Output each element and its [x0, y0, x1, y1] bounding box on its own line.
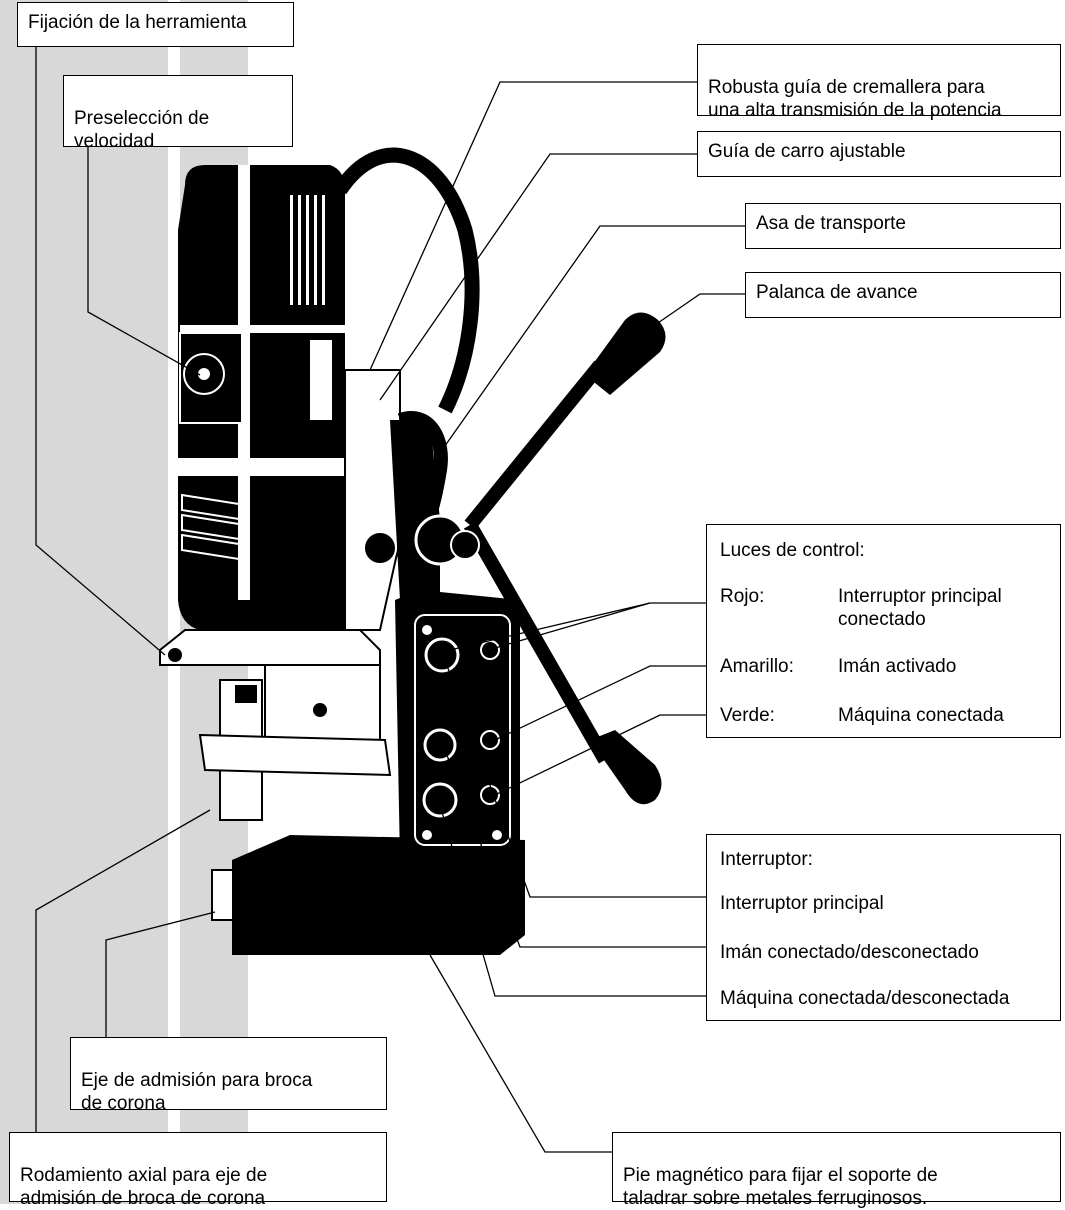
label-axial-bearing: Rodamiento axial para eje de admisión de… [9, 1132, 387, 1209]
label-axial-bearing-text: Rodamiento axial para eje de admisión de… [20, 1165, 268, 1209]
switch-main: Interruptor principal [720, 893, 884, 914]
light-yellow-meaning: Imán activado [838, 656, 957, 677]
label-rack-guide-text: Robusta guía de cremallera para una alta… [708, 77, 1002, 121]
label-slide-guide-text: Guía de carro ajustable [708, 141, 906, 162]
label-magnetic-base-text: Pie magnético para fijar el soporte de t… [623, 1165, 938, 1209]
switch-machine: Máquina conectada/desconectada [720, 988, 1010, 1009]
label-rack-guide: Robusta guía de cremallera para una alta… [697, 44, 1061, 121]
switch-magnet: Imán conectado/desconectado [720, 942, 979, 963]
light-yellow-label: Amarillo: [720, 656, 794, 677]
label-tool-fixing-text: Fijación de la herramienta [28, 12, 247, 33]
light-red-meaning: Interruptor principal conectado [838, 586, 1002, 630]
switches-box: Interruptor: Interruptor principal Imán … [706, 834, 1061, 1021]
label-slide-guide: Guía de carro ajustable [697, 131, 1061, 177]
label-speed-preselection: Preselección de velocidad [63, 75, 293, 152]
switches-title: Interruptor: [720, 849, 813, 870]
label-arbor: Eje de admisión para broca de corona [70, 1037, 387, 1114]
label-carry-handle-text: Asa de transporte [756, 213, 906, 234]
control-lights-box: Luces de control: Rojo: Interruptor prin… [706, 524, 1061, 738]
light-green-meaning: Máquina conectada [838, 705, 1004, 726]
label-speed-preselection-text: Preselección de velocidad [74, 108, 210, 152]
light-red-label: Rojo: [720, 586, 765, 607]
label-magnetic-base: Pie magnético para fijar el soporte de t… [612, 1132, 1061, 1209]
label-tool-fixing: Fijación de la herramienta [17, 2, 294, 47]
label-feed-lever-text: Palanca de avance [756, 282, 918, 303]
label-arbor-text: Eje de admisión para broca de corona [81, 1070, 313, 1114]
control-lights-title: Luces de control: [720, 540, 865, 561]
label-carry-handle: Asa de transporte [745, 203, 1061, 249]
light-green-label: Verde: [720, 705, 775, 726]
label-feed-lever: Palanca de avance [745, 272, 1061, 318]
